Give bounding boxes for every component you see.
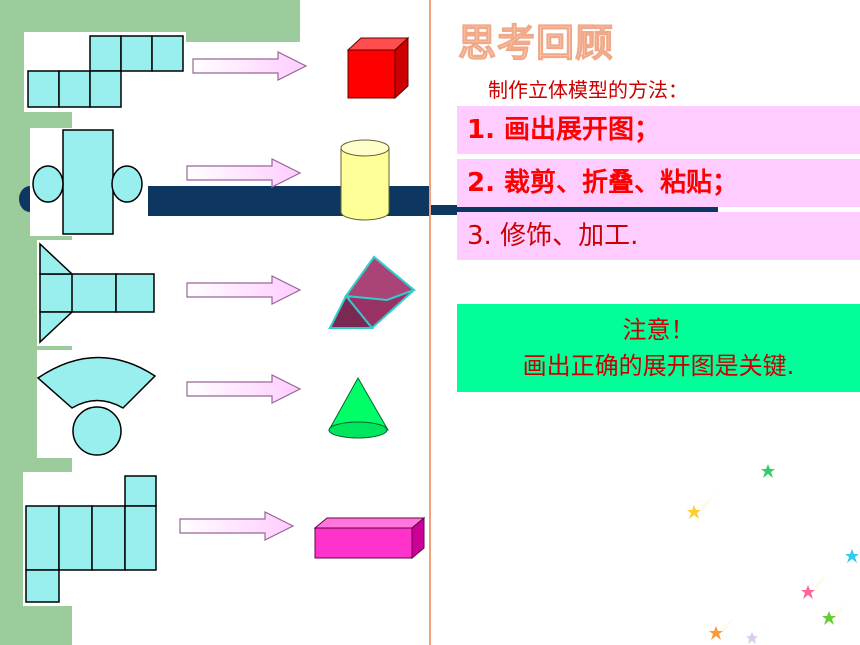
arrow-icon: [186, 158, 302, 188]
arrow-icon: [179, 511, 295, 541]
star-icon: [687, 492, 716, 519]
arrow-icon: [186, 275, 302, 305]
step-3: 3. 修饰、加工.: [457, 212, 860, 260]
star-icon: [761, 464, 775, 478]
slide-subtitle: 制作立体模型的方法：: [488, 78, 688, 102]
cylinder-net: [30, 128, 146, 236]
arrow-icon: [192, 51, 308, 81]
cone-net: [36, 350, 161, 458]
cuboid-net: [23, 472, 159, 606]
arrow-icon: [186, 374, 302, 404]
star-icon: [746, 632, 758, 644]
step-1: 1. 画出展开图；: [457, 106, 860, 154]
step-2: 2. 裁剪、折叠、粘贴；: [457, 159, 860, 207]
prism-net: [37, 240, 157, 346]
star-icon: [822, 604, 846, 625]
cube-solid: [346, 36, 410, 100]
slide-title: 思考回顾: [457, 20, 615, 66]
star-icon: [709, 616, 736, 640]
star-icon: [845, 549, 859, 563]
vertical-divider: [429, 0, 431, 645]
prism-solid: [328, 255, 416, 329]
navy-bar-right: [430, 205, 718, 215]
note-box: 注意！ 画出正确的展开图是关键.: [457, 304, 860, 392]
cylinder-solid: [340, 139, 390, 221]
cone-solid: [328, 376, 389, 439]
nets-and-solids: [23, 32, 426, 606]
note-heading: 注意！: [622, 316, 695, 344]
cube-net: [24, 32, 186, 112]
star-icon: [801, 574, 828, 599]
note-text: 画出正确的展开图是关键.: [522, 352, 795, 380]
cuboid-solid: [313, 516, 426, 560]
